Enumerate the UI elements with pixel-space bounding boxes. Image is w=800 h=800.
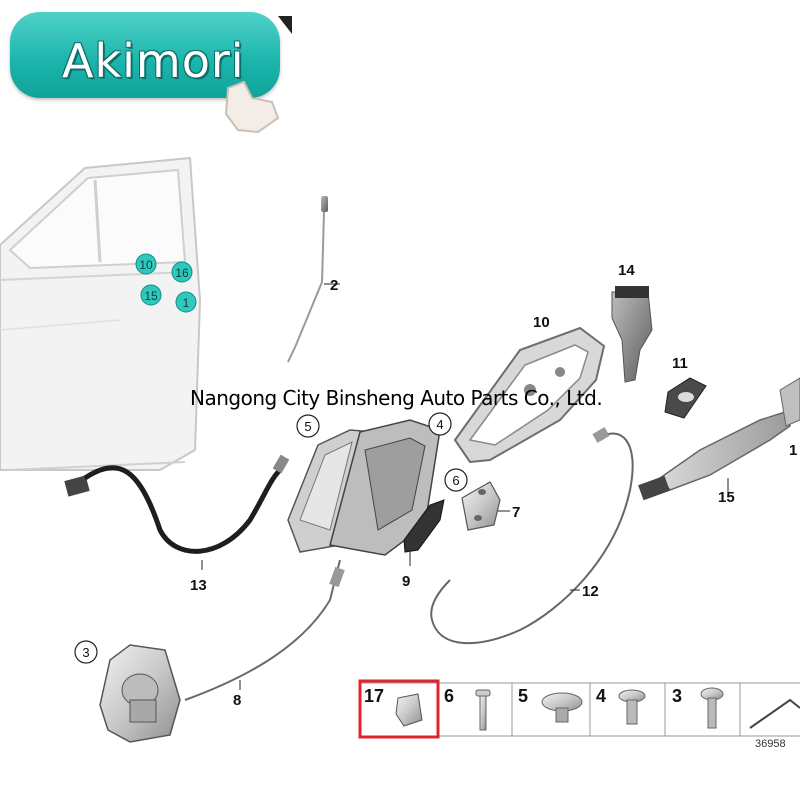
marker-16: 16 bbox=[171, 261, 193, 283]
svg-text:9: 9 bbox=[402, 573, 410, 590]
part-10-carrier: 10 bbox=[453, 314, 606, 464]
part-4-lock: 4 bbox=[329, 412, 452, 556]
corner-mark-icon bbox=[278, 16, 292, 34]
part-9-bracket: 9 bbox=[402, 499, 445, 590]
part-2-rod: 2 bbox=[287, 196, 340, 363]
svg-text:11: 11 bbox=[672, 355, 688, 372]
svg-text:13: 13 bbox=[190, 577, 207, 594]
fastener-legend bbox=[358, 679, 800, 739]
svg-text:4: 4 bbox=[436, 417, 443, 432]
part-13-cable: 13 bbox=[64, 454, 290, 594]
clip-nut-icon bbox=[395, 693, 423, 727]
marker-10: 10 bbox=[135, 253, 157, 275]
legend-item-17: 17 bbox=[364, 686, 385, 706]
part-11-gasket: 11 bbox=[664, 355, 707, 419]
svg-text:12: 12 bbox=[582, 583, 599, 600]
legend-item-4: 4 bbox=[596, 686, 607, 706]
part-15-handle: 15 bbox=[638, 411, 791, 506]
part-8-cable: 8 bbox=[184, 559, 345, 709]
highlight-box bbox=[358, 679, 440, 739]
brand-logo: Akimori bbox=[10, 8, 292, 134]
part-3-motor: 3 bbox=[74, 640, 181, 743]
svg-text:1: 1 bbox=[789, 442, 797, 459]
svg-text:2: 2 bbox=[330, 277, 338, 294]
svg-text:3: 3 bbox=[82, 645, 89, 660]
svg-text:8: 8 bbox=[233, 692, 241, 709]
screw-6-icon bbox=[475, 689, 491, 697]
legend-item-3: 3 bbox=[672, 686, 683, 706]
svg-text:5: 5 bbox=[304, 419, 311, 434]
part-7-striker: 7 bbox=[461, 481, 520, 531]
svg-text:15: 15 bbox=[144, 289, 158, 303]
arrow-icon bbox=[749, 698, 800, 729]
rear-door bbox=[0, 156, 202, 471]
legend-item-5: 5 bbox=[518, 686, 529, 706]
logo-background bbox=[10, 12, 280, 98]
marker-1: 1 bbox=[175, 291, 197, 313]
svg-text:14: 14 bbox=[618, 262, 635, 279]
cursor-hand-icon bbox=[224, 80, 280, 134]
svg-text:16: 16 bbox=[175, 266, 189, 280]
svg-text:10: 10 bbox=[533, 314, 550, 331]
part-1: 1 bbox=[779, 377, 800, 459]
door-markers: 10 16 15 1 bbox=[135, 253, 197, 313]
company-watermark: Nangong City Binsheng Auto Parts Co., Lt… bbox=[190, 386, 603, 410]
svg-text:1: 1 bbox=[183, 296, 190, 310]
part-14-bracket: 14 bbox=[611, 262, 653, 383]
part-12-cable: 12 bbox=[430, 427, 634, 645]
brand-name: Akimori bbox=[62, 34, 245, 88]
part-6-screw: 6 bbox=[444, 468, 468, 492]
marker-15: 15 bbox=[140, 284, 162, 306]
svg-text:6: 6 bbox=[452, 473, 459, 488]
legend-item-6: 6 bbox=[444, 686, 455, 706]
svg-text:15: 15 bbox=[718, 489, 735, 506]
document-number: 36958 bbox=[755, 738, 786, 750]
svg-text:7: 7 bbox=[512, 504, 520, 521]
svg-text:10: 10 bbox=[139, 258, 153, 272]
